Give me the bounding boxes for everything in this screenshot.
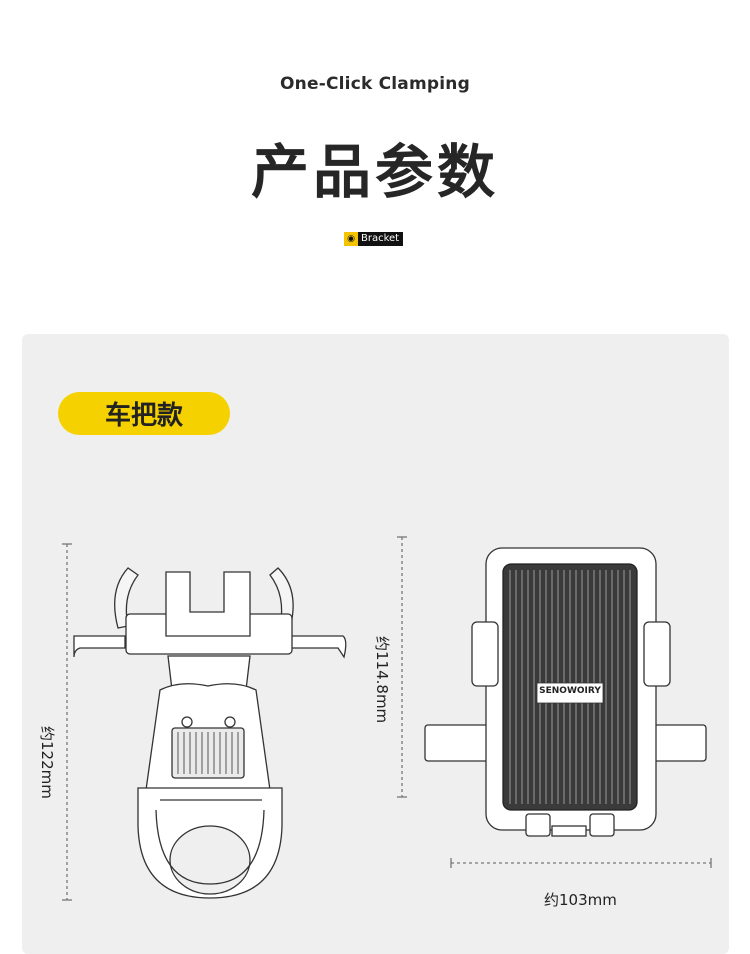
page-subtitle: One-Click Clamping bbox=[280, 74, 470, 94]
brand-logo-text: SENOWOIRY bbox=[539, 686, 601, 696]
bracket-tag-icon: ◉ bbox=[344, 232, 358, 246]
bracket-tag: ◉ Bracket bbox=[344, 232, 404, 246]
handlebar-badge: 车把款 bbox=[58, 392, 230, 435]
brand-plate bbox=[536, 682, 604, 704]
bracket-tag-label: Bracket bbox=[361, 233, 400, 244]
left-mount-illustration bbox=[62, 543, 347, 901]
right-height-label: 约114.8mm bbox=[373, 636, 391, 724]
page-title: 产品参数 bbox=[250, 138, 499, 206]
handlebar-mount-drawing bbox=[62, 536, 712, 901]
right-width-label: 约103mm bbox=[544, 891, 617, 909]
left-height-label: 约122mm bbox=[38, 726, 56, 799]
